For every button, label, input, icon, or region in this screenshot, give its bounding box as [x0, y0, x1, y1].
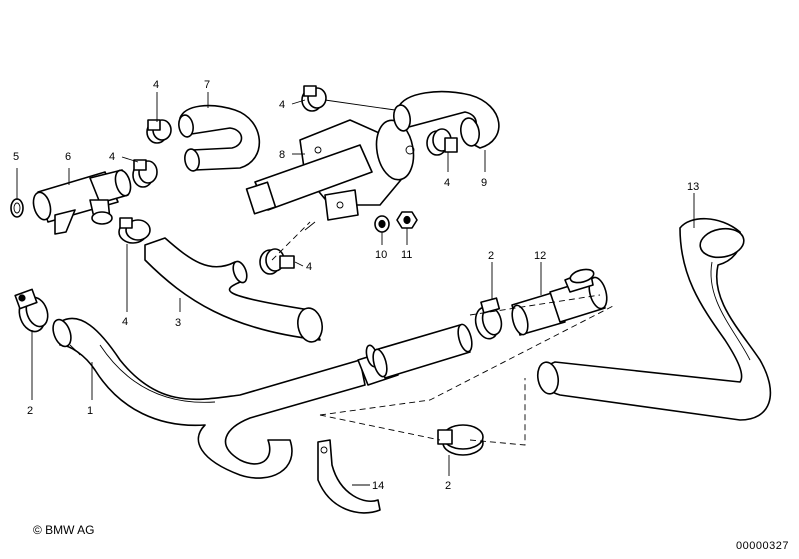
hose-connector-middle — [357, 323, 473, 386]
callout-2: 2 — [488, 250, 494, 262]
callout-6: 6 — [65, 151, 71, 163]
callout-11: 11 — [401, 249, 412, 261]
assembly-dash-lines — [271, 221, 616, 446]
leader-lines — [16, 92, 695, 486]
bracket-part-14 — [317, 439, 381, 514]
hose-clamp-2-middle — [474, 297, 503, 340]
callout-8: 8 — [279, 149, 285, 161]
callout-4: 4 — [444, 177, 450, 189]
hose-part-13 — [536, 217, 772, 421]
callout-4: 4 — [306, 261, 312, 273]
callout-4: 4 — [279, 99, 285, 111]
callout-labels: 1 2 2 2 3 4 4 4 4 4 4 5 6 7 8 9 10 11 12… — [13, 79, 699, 492]
callout-4: 4 — [109, 151, 115, 163]
hose-clamp-2-left — [14, 288, 49, 333]
nut-part-11 — [396, 211, 418, 229]
copyright-text: © BMW AG — [33, 523, 95, 537]
hose-part-1 — [52, 317, 366, 479]
callout-9: 9 — [481, 177, 487, 189]
hose-part-3 — [144, 237, 323, 343]
hose-clamp-4-upper-right — [301, 85, 327, 112]
hose-clamp-4-mid-left — [132, 159, 158, 188]
callout-4: 4 — [153, 79, 159, 91]
t-connector-part-12 — [511, 268, 608, 336]
document-number: 00000327 — [736, 540, 789, 552]
hose-part-7 — [178, 104, 261, 172]
callout-14: 14 — [372, 480, 384, 492]
hose-clamp-4-middle — [259, 248, 295, 275]
callout-3: 3 — [175, 317, 181, 329]
callout-13: 13 — [687, 181, 699, 193]
callout-12: 12 — [534, 250, 546, 262]
hose-clamp-4-lower-left — [118, 217, 151, 244]
tee-part-6 — [32, 169, 132, 235]
callout-2: 2 — [445, 480, 451, 492]
callout-10: 10 — [375, 249, 387, 261]
washer-part-5 — [10, 198, 24, 218]
hose-clamp-4-right — [426, 128, 458, 156]
valve-part-8 — [245, 119, 415, 221]
callout-1: 1 — [87, 405, 93, 417]
washer-part-10 — [374, 215, 390, 233]
callout-7: 7 — [204, 79, 210, 91]
callout-5: 5 — [13, 151, 19, 163]
hose-clamp-2-bottom — [437, 424, 484, 456]
hose-clamp-4-upper-left — [146, 119, 172, 144]
callout-4: 4 — [122, 316, 128, 328]
hose-part-9 — [393, 90, 500, 149]
callout-2: 2 — [27, 405, 33, 417]
